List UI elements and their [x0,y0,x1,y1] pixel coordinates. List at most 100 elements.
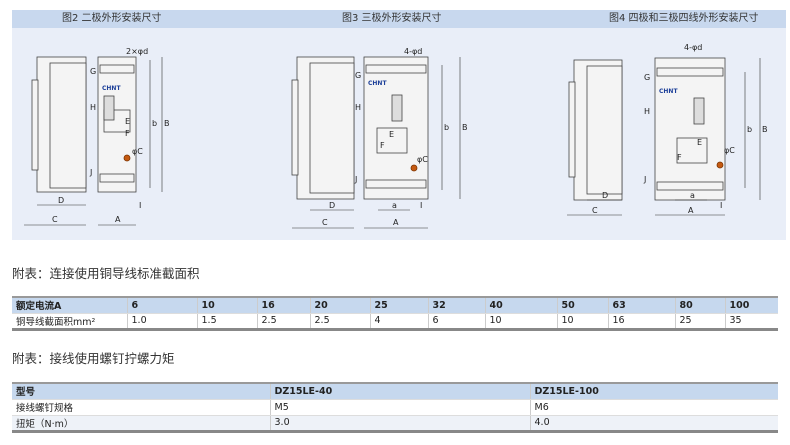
figure2-front-view [97,56,137,193]
svg-text:J: J [89,168,92,177]
svg-text:4-φd: 4-φd [404,47,422,56]
svg-text:CHNT: CHNT [659,88,678,95]
header-cell: 80 [675,297,726,314]
svg-text:E: E [125,117,130,126]
cell: 25 [675,313,726,330]
figure3-title: 图3 三极外形安装尺寸 [342,13,442,24]
figure4-front-view [654,57,726,201]
svg-text:E: E [697,138,702,147]
svg-text:D: D [602,191,608,200]
header-cell: DZ15LE-40 [270,383,531,400]
cell: 1.5 [197,313,258,330]
header-cell: 10 [197,297,258,314]
svg-text:B: B [762,125,768,134]
cell: 6 [428,313,486,330]
figure3-side-view [291,56,355,200]
cell: 16 [608,313,676,330]
cell: 铜导线截面积mm² [12,313,128,330]
cell: 接线螺钉规格 [12,399,271,416]
svg-text:CHNT: CHNT [368,80,387,87]
svg-text:B: B [164,119,170,128]
cell: 10 [557,313,609,330]
svg-text:A: A [393,218,399,227]
svg-text:b: b [152,119,157,128]
svg-text:C: C [322,218,328,227]
header-cell: 32 [428,297,486,314]
figure2-side-view [31,56,87,193]
cell: 35 [725,313,778,330]
figure3-front-view [363,56,429,200]
svg-text:C: C [52,215,58,224]
svg-text:F: F [677,153,682,162]
header-cell: 6 [127,297,198,314]
svg-text:F: F [380,141,385,150]
svg-text:E: E [389,130,394,139]
cell: 2.5 [257,313,311,330]
svg-text:H: H [90,103,96,112]
svg-text:J: J [643,175,646,184]
svg-text:a: a [690,191,695,200]
svg-text:D: D [58,196,64,205]
svg-text:φC: φC [724,146,735,155]
svg-text:b: b [747,125,752,134]
cell: 4.0 [530,415,778,432]
svg-text:H: H [355,103,361,112]
cell: 4 [370,313,429,330]
cell: 10 [485,313,558,330]
svg-text:D: D [329,201,335,210]
header-cell: 100 [725,297,778,314]
header-cell: 40 [485,297,558,314]
svg-text:G: G [355,71,361,80]
svg-text:4-φd: 4-φd [684,43,702,52]
header-cell: DZ15LE-100 [530,383,778,400]
svg-text:G: G [644,73,650,82]
svg-text:A: A [115,215,121,224]
figure3-labels: 4-φdG H EFb BφC J I DC Aa CHNT [322,47,468,227]
header-cell: 型号 [12,383,271,400]
svg-text:A: A [688,206,694,215]
figure4-title: 图4 四极和三极四线外形安装尺寸 [609,13,759,24]
cell: 2.5 [310,313,371,330]
svg-text:2×φd: 2×φd [126,47,148,56]
cell: 扭矩（N·m） [12,415,271,432]
svg-text:C: C [592,206,598,215]
cell: M5 [270,399,531,416]
svg-text:F: F [125,129,130,138]
header-cell: 20 [310,297,371,314]
cell: 1.0 [127,313,198,330]
svg-text:I: I [720,201,722,210]
figure4-side-view [568,59,623,201]
svg-text:CHNT: CHNT [102,85,121,92]
svg-text:G: G [90,67,96,76]
table1-title: 附表：连接使用铜导线标准截面积 [12,266,200,281]
table2-title: 附表：接线使用螺钉拧螺力矩 [12,351,175,366]
svg-text:φC: φC [132,147,143,156]
figure4-labels: 4-φdG H E Fb BφC J I DC Aa CHNT [592,43,768,215]
svg-text:H: H [644,107,650,116]
cell: M6 [530,399,778,416]
svg-text:φC: φC [417,155,428,164]
cell: 3.0 [270,415,531,432]
svg-text:I: I [420,201,422,210]
figures-panel: 图2 二极外形安装尺寸 图3 三极外形安装尺寸 图4 四极和三极四线外形安装尺寸 [12,10,786,240]
header-cell: 25 [370,297,429,314]
svg-text:b: b [444,123,449,132]
figure2-title: 图2 二极外形安装尺寸 [62,13,162,24]
header-cell: 50 [557,297,609,314]
svg-text:B: B [462,123,468,132]
header-cell: 63 [608,297,676,314]
header-cell: 16 [257,297,311,314]
figure2-labels: 2×φdG H EFb BφC J I D C A CHNT [52,47,170,224]
svg-text:J: J [354,175,357,184]
svg-text:I: I [139,201,141,210]
figures-header-bar: 图2 二极外形安装尺寸 图3 三极外形安装尺寸 图4 四极和三极四线外形安装尺寸 [12,10,786,28]
svg-text:a: a [392,201,397,210]
